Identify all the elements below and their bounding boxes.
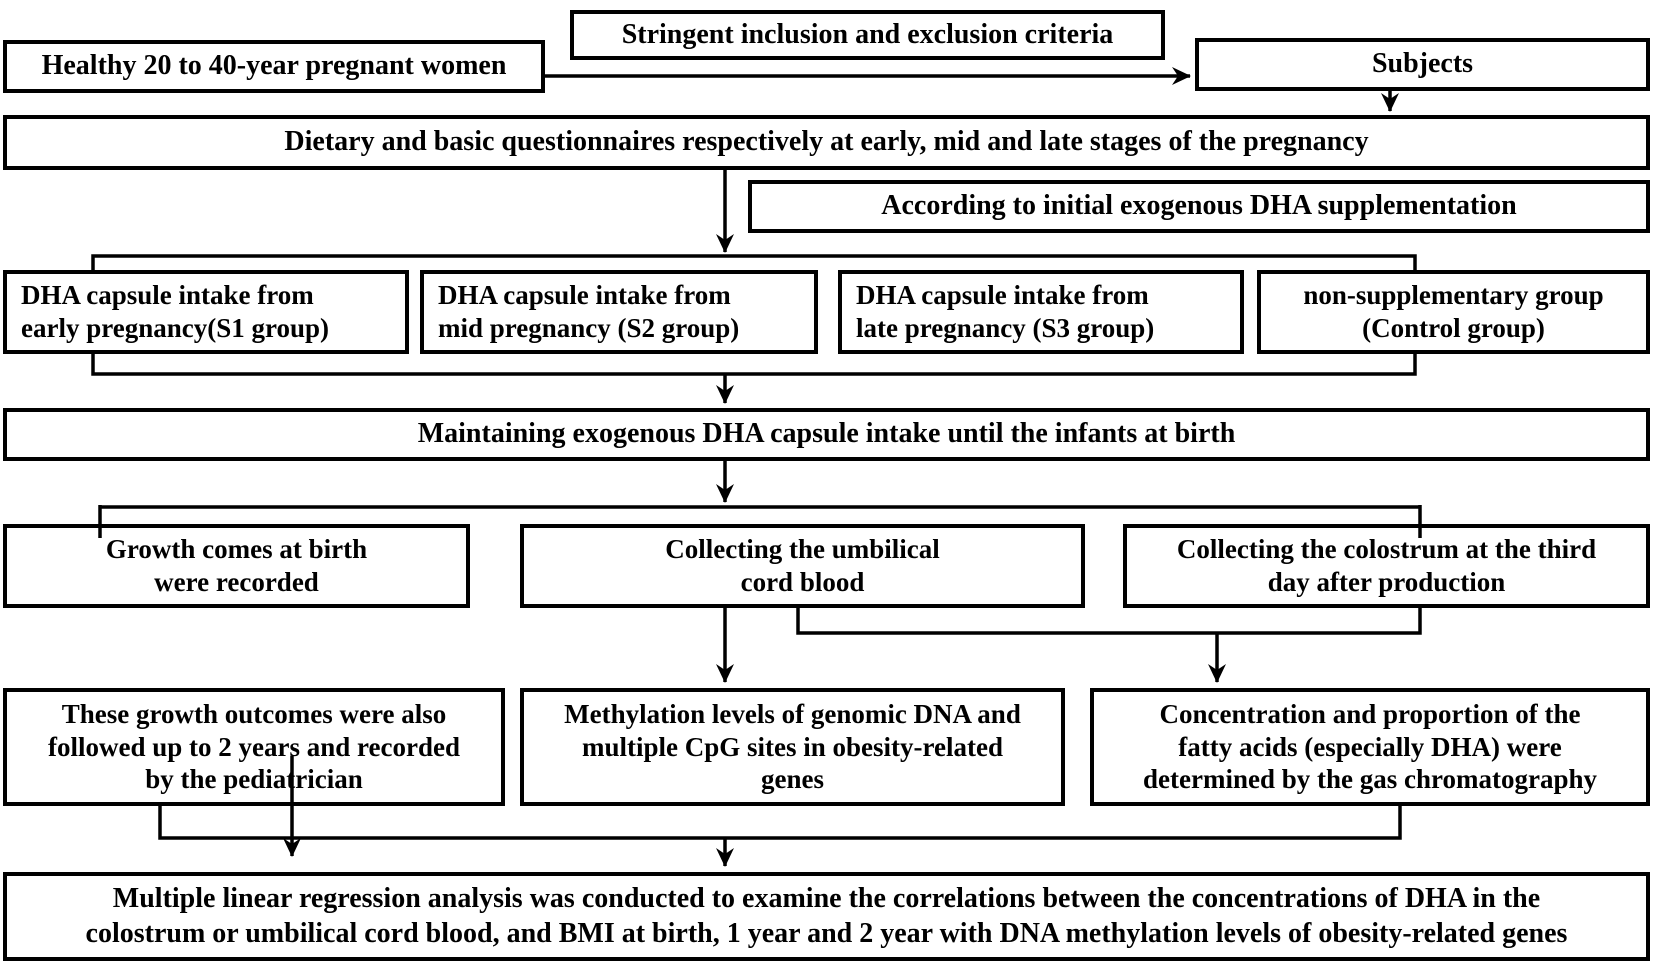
- node-s1-group: DHA capsule intake from early pregnancy(…: [3, 270, 409, 354]
- bracket-samples-merge: [796, 608, 1422, 635]
- node-maintaining-dha-intake: Maintaining exogenous DHA capsule intake…: [3, 408, 1650, 461]
- node-healthy-pregnant-women: Healthy 20 to 40-year pregnant women: [3, 40, 545, 93]
- node-s2-group: DHA capsule intake from mid pregnancy (S…: [420, 270, 818, 354]
- node-stringent-criteria: Stringent inclusion and exclusion criter…: [570, 10, 1165, 60]
- node-dietary-questionnaires: Dietary and basic questionnaires respect…: [3, 115, 1650, 170]
- node-methylation-levels: Methylation levels of genomic DNA and mu…: [520, 688, 1065, 806]
- node-growth-at-birth: Growth comes at birth were recorded: [3, 524, 470, 608]
- node-growth-followup: These growth outcomes were also followed…: [3, 688, 505, 806]
- node-control-group: non-supplementary group (Control group): [1257, 270, 1650, 354]
- bracket-outcomes-merge: [158, 806, 1402, 840]
- node-subjects: Subjects: [1195, 38, 1650, 91]
- node-according-dha-supplementation: According to initial exogenous DHA suppl…: [748, 180, 1650, 233]
- node-s3-group: DHA capsule intake from late pregnancy (…: [838, 270, 1244, 354]
- node-colostrum-collection: Collecting the colostrum at the third da…: [1123, 524, 1650, 608]
- node-regression-analysis: Multiple linear regression analysis was …: [3, 872, 1650, 961]
- node-umbilical-cord-blood: Collecting the umbilical cord blood: [520, 524, 1085, 608]
- node-fatty-acid-analysis: Concentration and proportion of the fatt…: [1090, 688, 1650, 806]
